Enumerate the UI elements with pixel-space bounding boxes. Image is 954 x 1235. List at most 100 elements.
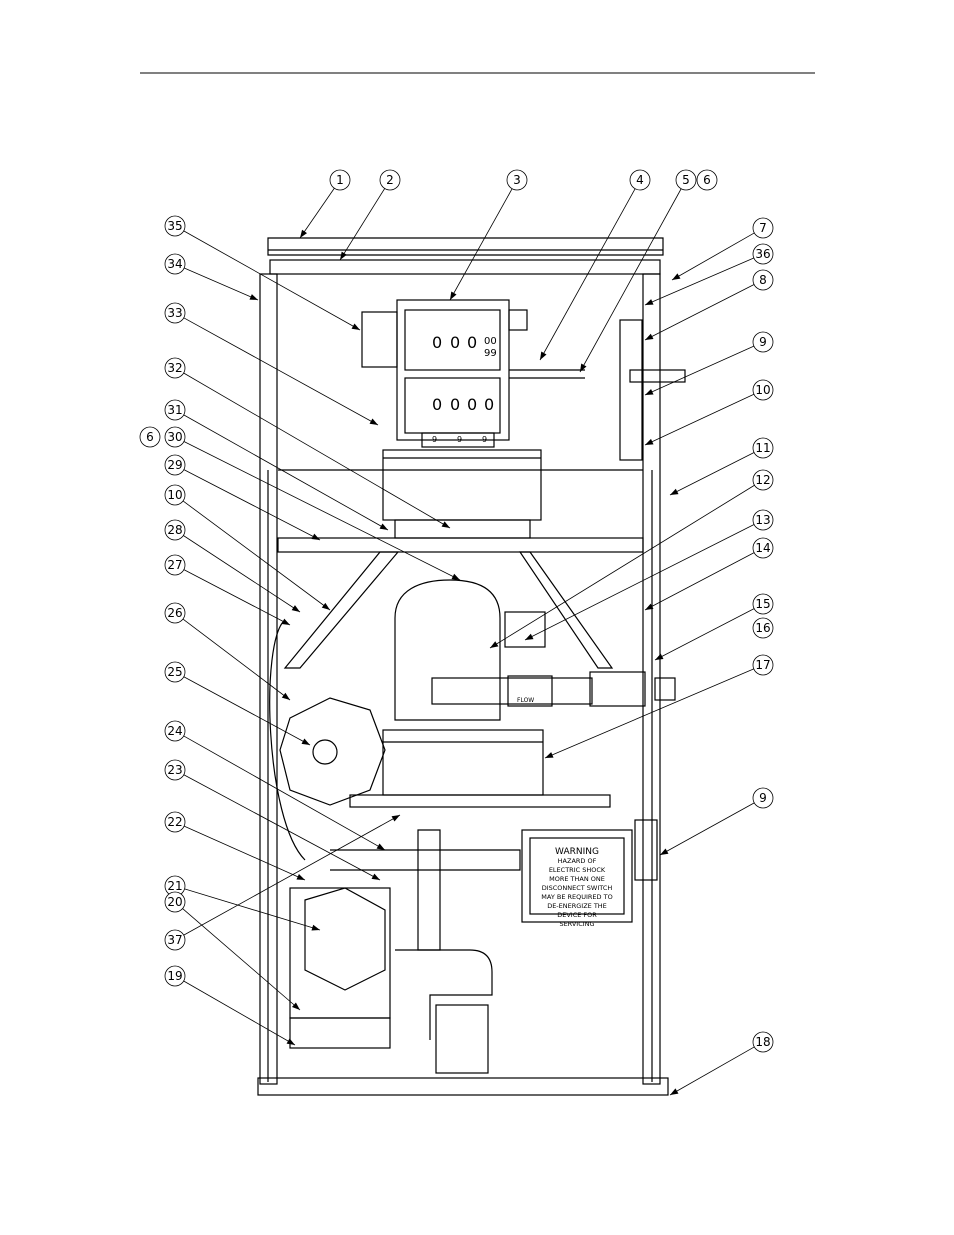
- warning-line: ELECTRIC SHOCK: [549, 866, 606, 874]
- callout-arrowhead: [645, 299, 654, 305]
- callout-number: 11: [755, 441, 770, 455]
- callout-number: 10: [167, 488, 182, 502]
- callout-number: 35: [167, 219, 182, 233]
- callout-circle: [164, 426, 186, 448]
- callout-5: 5: [579, 169, 697, 373]
- callout-leader: [644, 552, 755, 611]
- callout-circle: [752, 593, 774, 615]
- union: [435, 1004, 489, 1074]
- lower-shelf: [349, 794, 611, 808]
- top-rail: [269, 259, 661, 275]
- callout-circle: [164, 454, 186, 476]
- callout-number: 28: [167, 523, 182, 537]
- outlet-elbow: [395, 949, 493, 1040]
- callout-circle: [164, 215, 186, 237]
- dial-mark: 9: [432, 435, 437, 444]
- counter-upper-small: 99: [484, 348, 497, 359]
- right-post: [642, 273, 661, 1085]
- callout-2: 2: [339, 169, 401, 261]
- callout-25: 25: [164, 661, 311, 746]
- callout-number: 17: [755, 658, 770, 672]
- callout-34: 34: [164, 253, 259, 301]
- callout-arrowhead: [525, 633, 534, 640]
- pump-housing: [394, 579, 501, 721]
- counter-lower-digit: 0: [467, 395, 477, 414]
- callout-14: 14: [644, 537, 774, 611]
- callout-number: 34: [167, 257, 182, 271]
- callout-circle: [752, 537, 774, 559]
- callout-arrowhead: [300, 229, 308, 238]
- callout-leader: [524, 524, 755, 641]
- junction-box: [521, 829, 633, 923]
- callout-leader: [183, 372, 451, 529]
- callout-arrowhead: [450, 291, 457, 300]
- callout-leader: [449, 188, 513, 301]
- warning-line: DISCONNECT SWITCH: [542, 884, 613, 892]
- callout-number: 8: [759, 273, 767, 287]
- callout-number: 20: [167, 895, 182, 909]
- counter-upper-digit: 0: [467, 333, 477, 352]
- left-post: [259, 273, 278, 1085]
- callout-arrowhead: [281, 692, 290, 700]
- callout-18: 18: [669, 1031, 774, 1096]
- callout-arrowhead: [451, 573, 460, 580]
- callout-arrowhead: [660, 848, 669, 855]
- callout-9: 9: [659, 787, 774, 856]
- callout-37: 37: [164, 814, 401, 951]
- callout-circle: [752, 509, 774, 531]
- callout-8: 8: [644, 269, 774, 341]
- callout-arrowhead: [379, 523, 388, 530]
- callout-circle: [752, 437, 774, 459]
- callout-number: 15: [755, 597, 770, 611]
- counter-lower-digit: 0: [450, 395, 460, 414]
- callout-leader: [184, 888, 321, 931]
- callout-circle: [164, 720, 186, 742]
- callout-15: 15: [654, 593, 774, 661]
- callout-leader: [182, 618, 291, 701]
- callout-12: 12: [489, 469, 774, 649]
- counter-lower-digit: 0: [432, 395, 442, 414]
- callout-leader: [183, 825, 306, 881]
- callout-arrowhead: [369, 418, 378, 425]
- callout-arrowhead: [490, 641, 499, 648]
- callout-1: 1: [299, 169, 351, 239]
- callout-leader: [669, 1046, 755, 1096]
- callout-circle: [752, 787, 774, 809]
- callout-leader: [644, 257, 754, 306]
- callout-36: 36: [644, 243, 774, 306]
- warning-line: SERVICING: [559, 920, 594, 928]
- counter-upper-digit: 0: [432, 333, 442, 352]
- callout-number: 5: [682, 173, 690, 187]
- callout-arrowhead: [321, 602, 330, 610]
- callout-circle: [164, 399, 186, 421]
- callout-number: 24: [167, 724, 182, 738]
- callout-number: 32: [167, 361, 182, 375]
- brace-right: [518, 551, 614, 669]
- callout-arrowhead: [655, 653, 664, 660]
- callout-leader: [183, 414, 389, 531]
- pipe-main: [431, 677, 593, 705]
- callout-3: 3: [449, 169, 528, 301]
- callout-circle: [379, 169, 401, 191]
- callout-leader: [183, 569, 291, 626]
- callout-leader: [183, 774, 381, 881]
- callout-circle: [164, 929, 186, 951]
- callout-number: 21: [167, 879, 182, 893]
- callout-circle: [164, 602, 186, 624]
- callout-arrowhead: [351, 323, 360, 330]
- callout-32: 32: [164, 357, 451, 529]
- callout-circle: [675, 169, 697, 191]
- meter-body: [382, 449, 542, 521]
- counter-upper-digit: 0: [450, 333, 460, 352]
- hose-left: [269, 619, 306, 861]
- callout-circle: [629, 169, 651, 191]
- callout-number: 30: [167, 430, 182, 444]
- callout-leader: [644, 284, 755, 341]
- callout-number: 26: [167, 606, 182, 620]
- top-cap: [267, 237, 664, 256]
- callout-circle: [506, 169, 528, 191]
- callout-number: 25: [167, 665, 182, 679]
- callout-arrowhead: [311, 533, 320, 540]
- callout-circle: [164, 965, 186, 987]
- callout-arrowhead: [540, 351, 547, 360]
